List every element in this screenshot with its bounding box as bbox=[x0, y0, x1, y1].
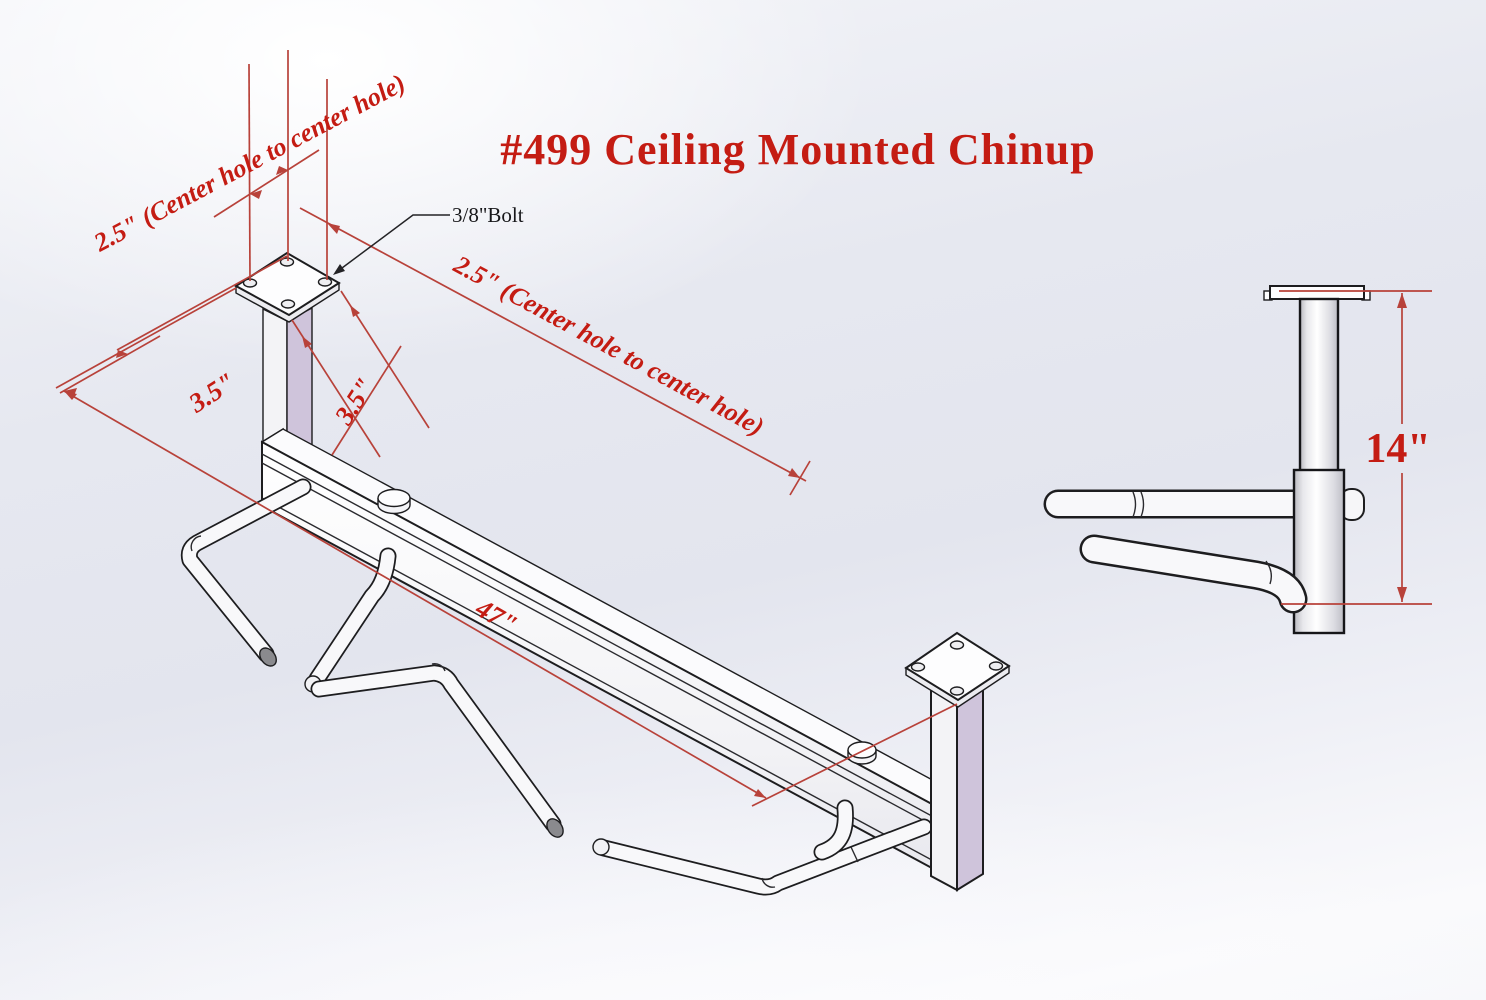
left-mount-plate bbox=[234, 251, 341, 323]
tube-end-cap bbox=[546, 818, 564, 838]
bolt-hole bbox=[949, 640, 965, 650]
dim-label-plate-right: 3.5" bbox=[328, 372, 380, 430]
extension-line bbox=[751, 703, 958, 807]
extension-line bbox=[55, 287, 237, 389]
side-view bbox=[1043, 285, 1371, 635]
drawing-title: #499 Ceiling Mounted Chinup bbox=[500, 125, 1095, 174]
left-post bbox=[262, 306, 313, 472]
dim-label-plate-left: 3.5" bbox=[183, 367, 241, 419]
extension-line bbox=[248, 63, 251, 282]
grip-handle-lower-left bbox=[310, 662, 564, 838]
bolt-hole bbox=[910, 662, 926, 672]
dim-label-hole-spacing-side: 2.5" (Center hole to center hole) bbox=[448, 249, 769, 441]
bolt-hole bbox=[988, 661, 1004, 671]
dimension-lines bbox=[55, 50, 1432, 807]
grip-handles bbox=[180, 478, 933, 896]
dim-label-drop-height: 14" bbox=[1365, 426, 1430, 472]
dimension-line-bar-length bbox=[63, 390, 767, 799]
isometric-view bbox=[180, 251, 1011, 896]
side-post-upper bbox=[1298, 297, 1340, 477]
bolt-label: 3/8"Bolt bbox=[452, 203, 524, 227]
tube-open-end bbox=[592, 838, 610, 856]
beam-boss bbox=[847, 741, 877, 765]
extension-line bbox=[116, 255, 288, 351]
main-beam bbox=[260, 427, 977, 882]
dimension-line-hole-spacing-side bbox=[299, 207, 807, 482]
grip-handle-left bbox=[180, 478, 312, 667]
bolt-hole bbox=[317, 277, 333, 287]
grip-handle-middle bbox=[304, 547, 397, 693]
grip-handle-bottom bbox=[592, 818, 933, 896]
bolt-hole bbox=[949, 686, 965, 696]
side-l-handle bbox=[1079, 534, 1308, 614]
beam-boss bbox=[377, 488, 411, 515]
side-grip-tube bbox=[1043, 489, 1315, 519]
right-mount-plate bbox=[904, 631, 1011, 708]
dimension-line-hole-spacing-top bbox=[213, 149, 320, 218]
side-mount-plate bbox=[1263, 285, 1371, 301]
dimension-line-plate-left bbox=[59, 335, 161, 394]
tube-end-cap bbox=[259, 647, 277, 667]
bolt-hole bbox=[279, 257, 295, 267]
grip-handle-drop-right bbox=[813, 799, 854, 861]
bolt-leader bbox=[333, 214, 450, 275]
dimension-line-plate-right bbox=[331, 345, 402, 456]
bolt-hole bbox=[280, 299, 296, 309]
right-post bbox=[930, 686, 984, 892]
